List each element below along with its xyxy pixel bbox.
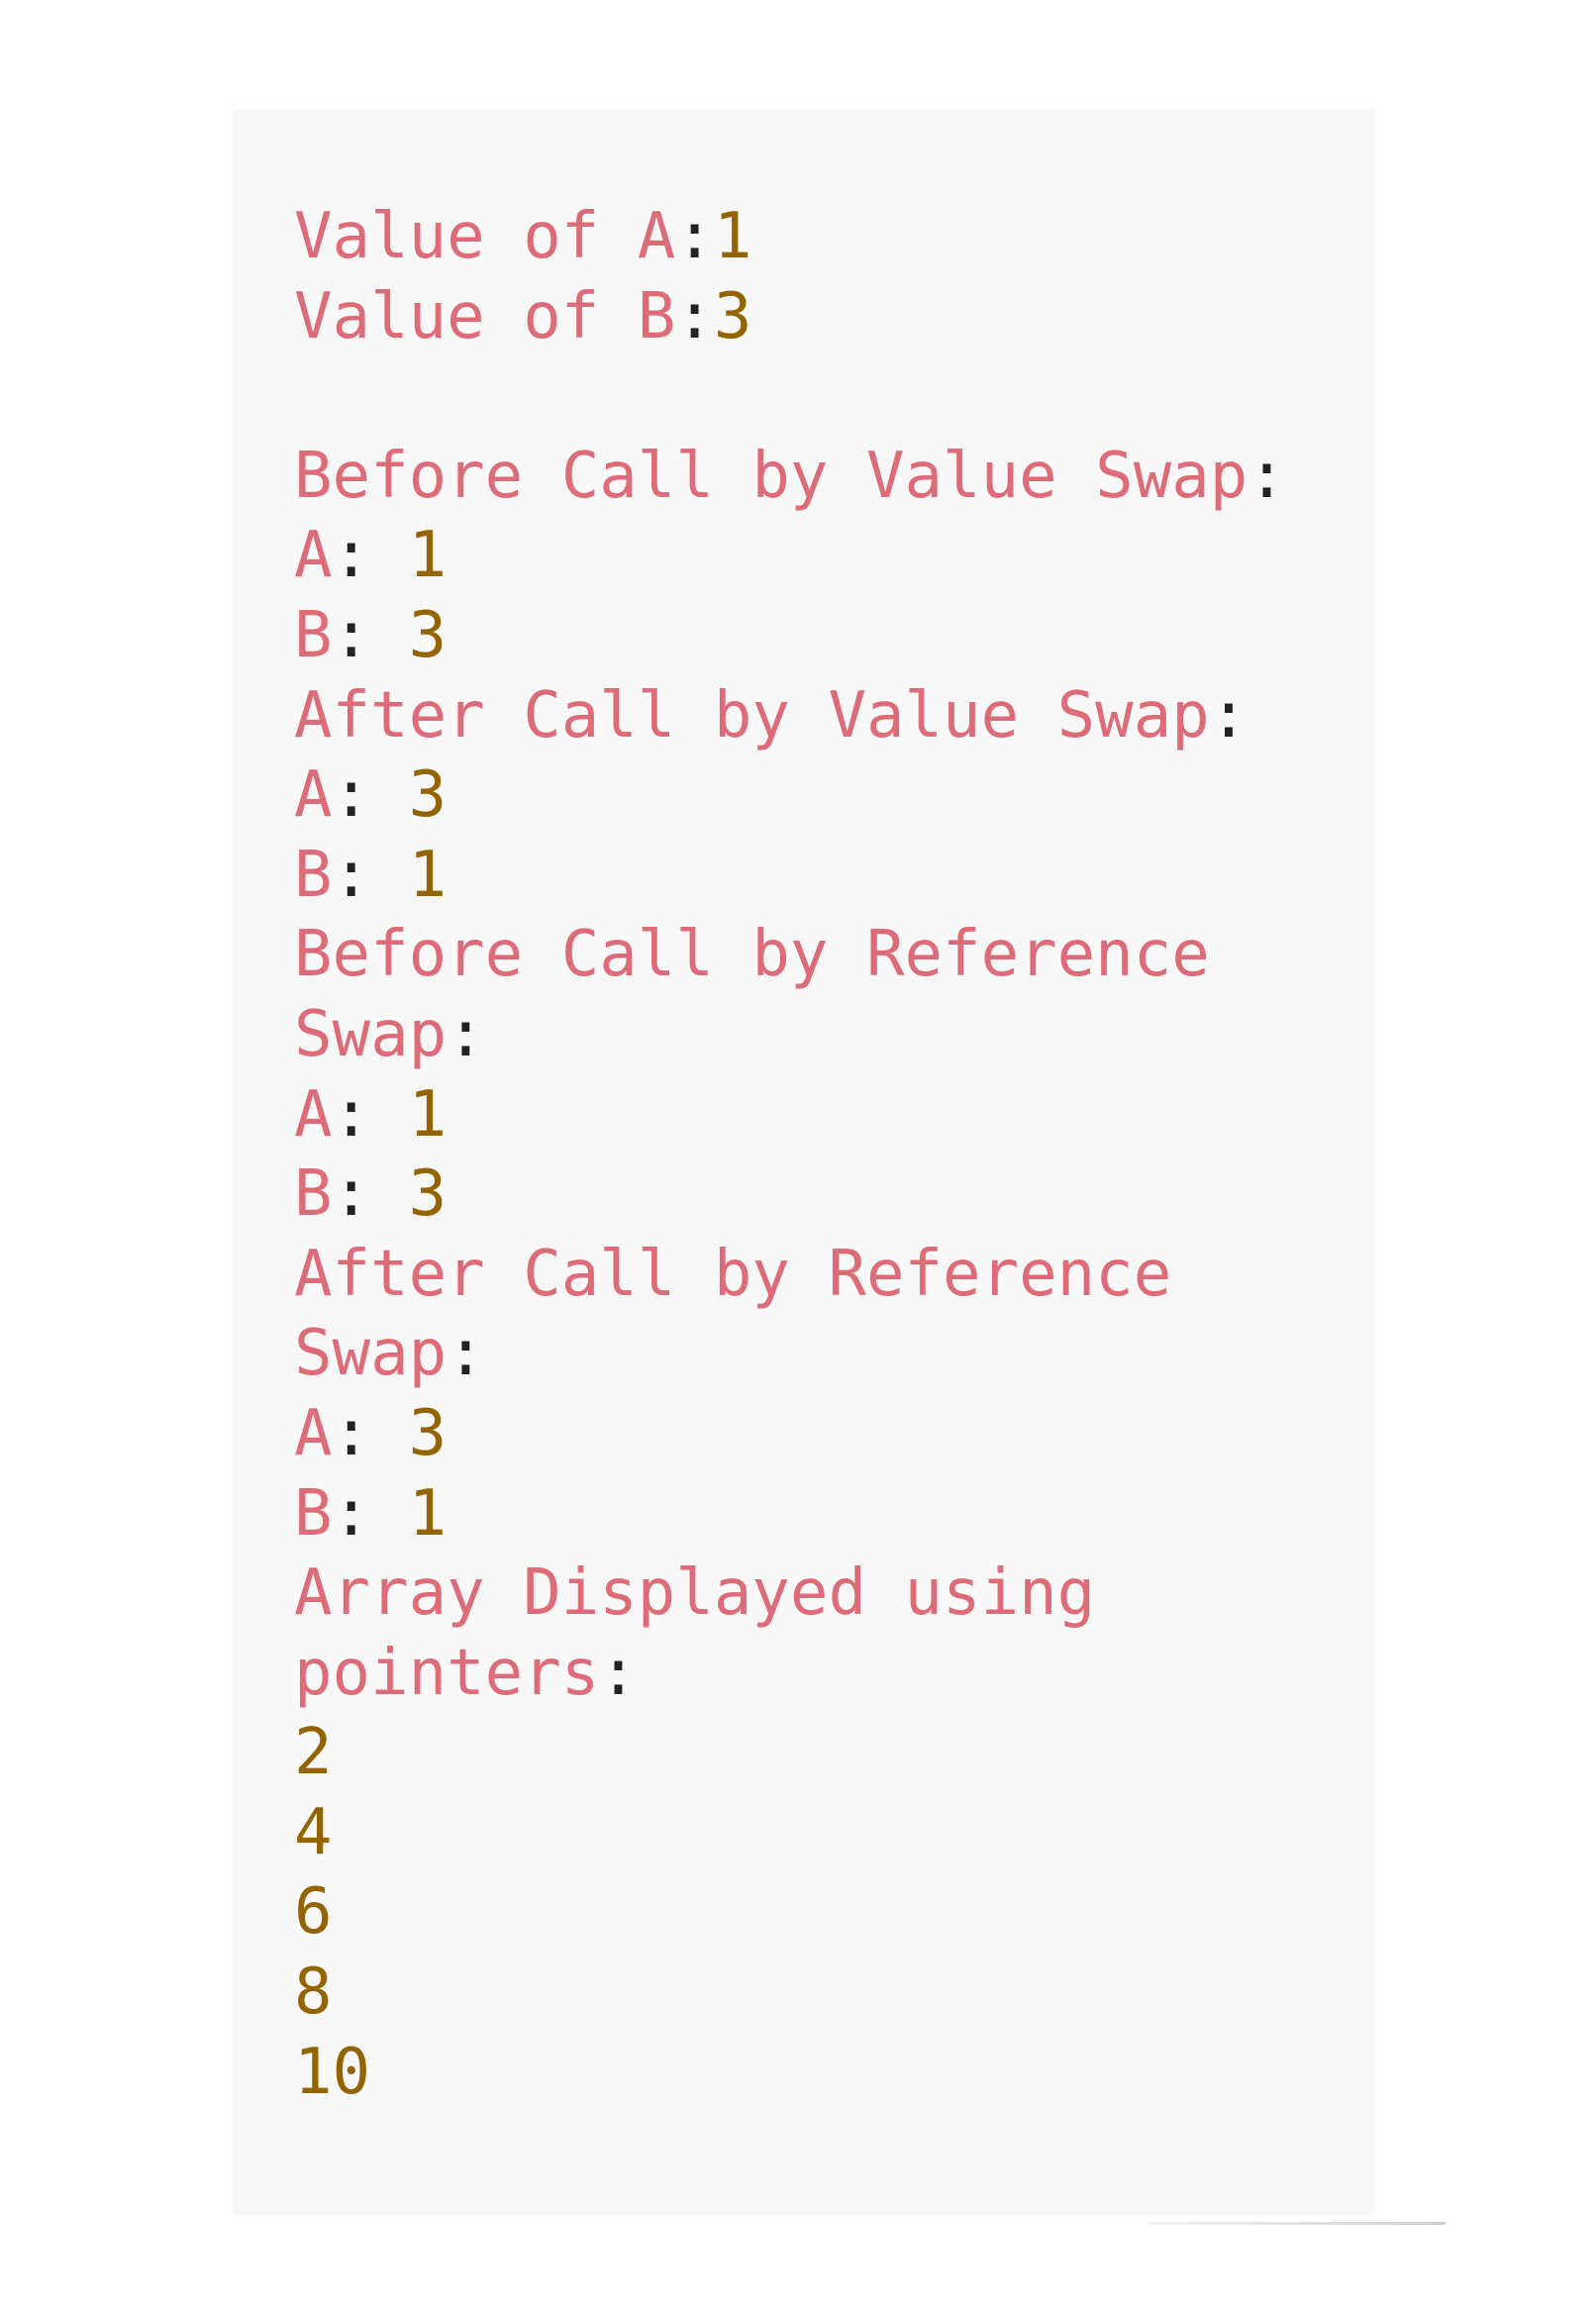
heading-text: After Call by Value Swap — [294, 678, 1210, 753]
a-label: A — [294, 519, 333, 593]
after-reference-swap-b: B: 1 — [294, 1474, 1286, 1555]
b-number: 1 — [408, 838, 448, 912]
a-colon: : — [332, 758, 409, 833]
code-output-panel — [233, 109, 1376, 2216]
array-value-number: 4 — [294, 1795, 333, 1869]
after-value-swap-heading: After Call by Value Swap: — [294, 676, 1286, 756]
value-b-label: Value of B — [294, 279, 676, 353]
after-reference-swap-a: A: 3 — [294, 1394, 1286, 1474]
before-reference-swap-heading-line2: Swap: — [294, 995, 1286, 1075]
heading-text: Array Displayed using — [294, 1556, 1096, 1631]
b-colon: : — [332, 598, 409, 672]
value-b-number: 3 — [713, 279, 752, 353]
b-colon: : — [332, 1476, 409, 1551]
before-reference-swap-a: A: 1 — [294, 1075, 1286, 1155]
heading-text: pointers — [294, 1636, 600, 1710]
a-label: A — [294, 758, 333, 833]
b-colon: : — [332, 1157, 409, 1232]
a-number: 1 — [408, 519, 448, 593]
array-value: 4 — [294, 1793, 1286, 1873]
after-value-swap-a: A: 3 — [294, 755, 1286, 836]
value-a-number: 1 — [713, 200, 752, 273]
before-value-swap-heading: Before Call by Value Swap: — [294, 437, 1286, 517]
heading-colon: : — [447, 1317, 485, 1391]
array-value: 8 — [294, 1953, 1286, 2033]
a-colon: : — [332, 1396, 409, 1470]
a-label: A — [294, 1396, 333, 1470]
array-value-number: 10 — [294, 2035, 371, 2109]
a-colon: : — [332, 1077, 409, 1152]
array-value: 6 — [294, 1872, 1286, 1953]
heading-text: Before Call by Value Swap — [294, 439, 1248, 513]
output-line-value-b: Value of B:3 — [294, 277, 1286, 357]
panel-shadow-edge — [1148, 2222, 1446, 2225]
heading-text: Swap — [294, 997, 448, 1071]
heading-text: After Call by Reference — [294, 1237, 1172, 1311]
b-label: B — [294, 598, 333, 672]
heading-colon: : — [1209, 678, 1248, 753]
a-number: 1 — [408, 1077, 448, 1152]
array-value: 10 — [294, 2033, 1286, 2113]
after-reference-swap-heading-line2: Swap: — [294, 1314, 1286, 1394]
b-colon: : — [332, 838, 409, 912]
a-number: 3 — [408, 1396, 448, 1470]
a-number: 3 — [408, 758, 448, 833]
heading-colon: : — [599, 1636, 638, 1710]
value-a-label: Value of A — [294, 200, 676, 273]
value-b-colon: : — [675, 279, 714, 353]
array-value-number: 8 — [294, 1956, 333, 2030]
output-line-value-a: Value of A:1 — [294, 197, 1286, 277]
array-value: 2 — [294, 1713, 1286, 1793]
b-number: 3 — [408, 598, 448, 672]
before-value-swap-b: B: 3 — [294, 596, 1286, 676]
heading-text: Swap — [294, 1317, 448, 1391]
heading-text: Before Call by Reference — [294, 918, 1210, 992]
before-value-swap-a: A: 1 — [294, 516, 1286, 596]
array-value-number: 6 — [294, 1875, 333, 1950]
after-value-swap-b: B: 1 — [294, 836, 1286, 916]
heading-colon: : — [447, 997, 485, 1071]
b-label: B — [294, 838, 333, 912]
output-line-blank — [294, 356, 1286, 437]
b-label: B — [294, 1476, 333, 1551]
after-reference-swap-heading-line1: After Call by Reference — [294, 1235, 1286, 1315]
b-number: 1 — [408, 1476, 448, 1551]
heading-colon: : — [1247, 439, 1286, 513]
b-number: 3 — [408, 1157, 448, 1232]
array-heading-line1: Array Displayed using — [294, 1554, 1286, 1634]
a-label: A — [294, 1077, 333, 1152]
array-heading-line2: pointers: — [294, 1634, 1286, 1714]
b-label: B — [294, 1157, 333, 1232]
before-reference-swap-b: B: 3 — [294, 1154, 1286, 1235]
value-a-colon: : — [675, 200, 714, 273]
before-reference-swap-heading-line1: Before Call by Reference — [294, 915, 1286, 995]
a-colon: : — [332, 519, 409, 593]
array-value-number: 2 — [294, 1716, 333, 1790]
